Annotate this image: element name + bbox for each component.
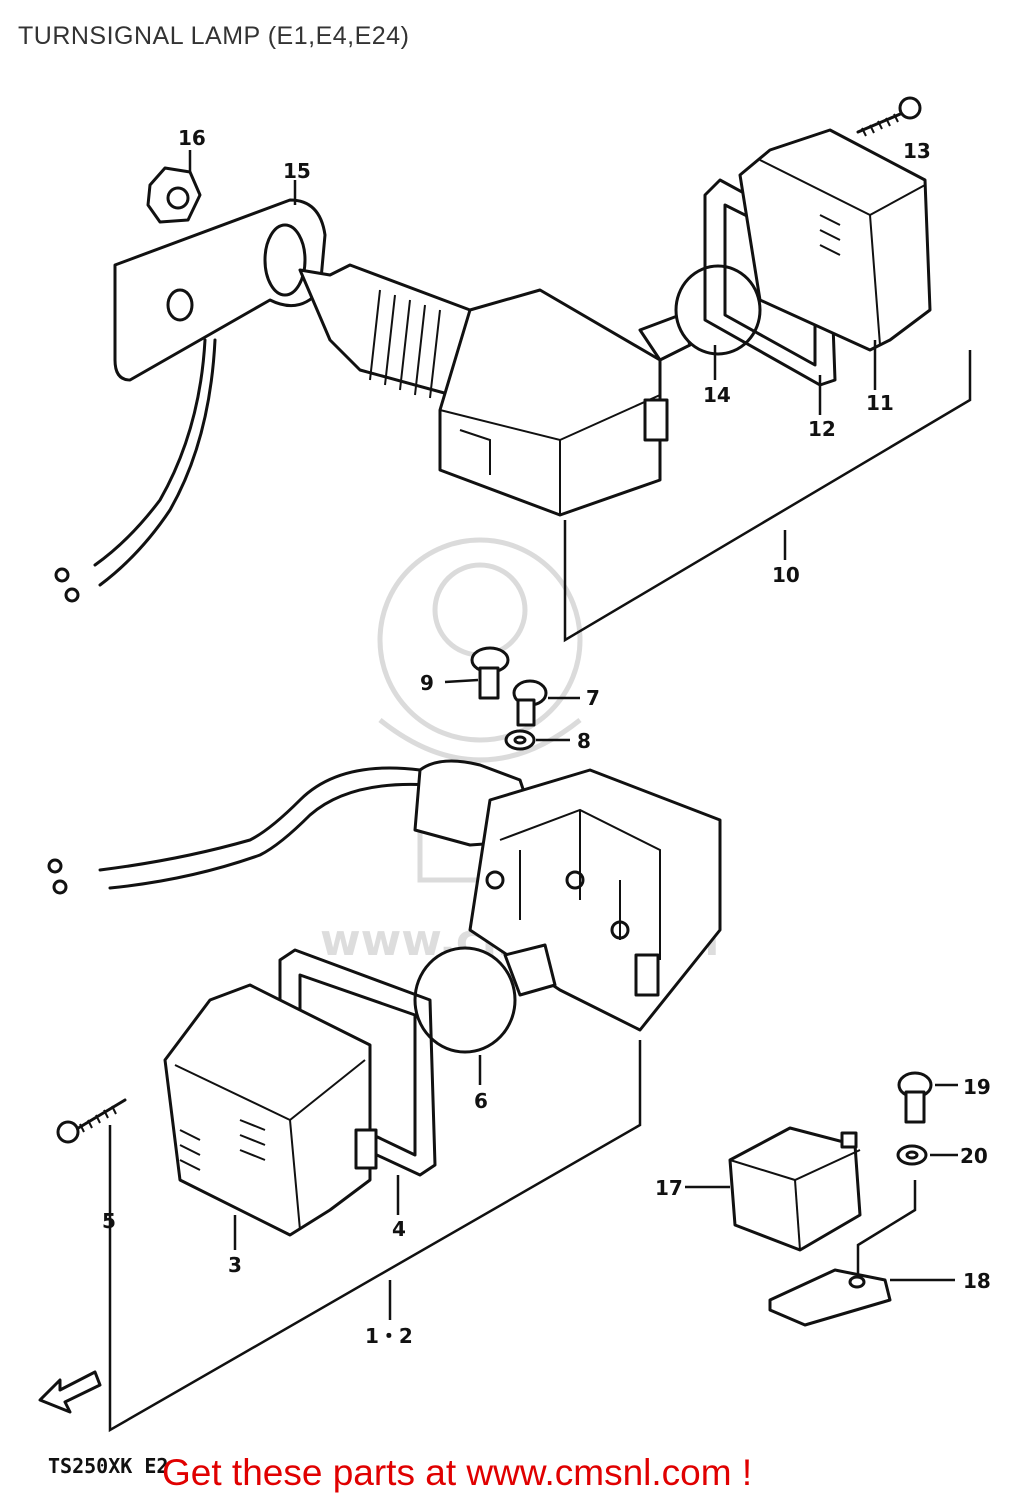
page-title: TURNSIGNAL LAMP (E1,E4,E24) bbox=[18, 22, 410, 50]
upper-bulb-part-14 bbox=[638, 264, 762, 362]
screw-part-9 bbox=[444, 646, 510, 700]
promo-link[interactable]: Get these parts at www.cmsnl.com ! bbox=[162, 1452, 753, 1493]
lower-wire bbox=[98, 766, 422, 872]
screw-part-19 bbox=[897, 1071, 958, 1124]
relay-bracket-part-18 bbox=[768, 1180, 955, 1327]
upper-wire bbox=[93, 338, 207, 567]
relay-part-17 bbox=[685, 1126, 862, 1252]
nut-part-16 bbox=[146, 166, 202, 224]
callout-8: 8 bbox=[577, 729, 591, 753]
callout-5: 5 bbox=[102, 1209, 116, 1233]
callout-9: 9 bbox=[420, 671, 434, 695]
callout-1-2: 1・2 bbox=[365, 1324, 413, 1348]
upper-terminal-a bbox=[54, 567, 70, 583]
bracket-part-15 bbox=[113, 198, 327, 382]
callout-10: 10 bbox=[772, 563, 800, 587]
callout-6: 6 bbox=[474, 1089, 488, 1113]
upper-lamp-housing bbox=[298, 263, 669, 517]
lower-lens-part-3 bbox=[163, 983, 378, 1237]
lower-screw-part-5 bbox=[56, 1098, 127, 1144]
callout-20: 20 bbox=[960, 1144, 988, 1168]
model-code: TS250XK E2 bbox=[48, 1454, 169, 1478]
washer-part-8 bbox=[504, 729, 570, 751]
callout-4: 4 bbox=[392, 1217, 406, 1241]
callout-3: 3 bbox=[228, 1253, 242, 1277]
lower-terminal-b bbox=[52, 879, 68, 895]
callout-14: 14 bbox=[703, 383, 731, 407]
callout-15: 15 bbox=[283, 159, 311, 183]
callout-18: 18 bbox=[963, 1269, 991, 1293]
callout-17: 17 bbox=[655, 1176, 683, 1200]
callout-11: 11 bbox=[866, 391, 894, 415]
callout-19: 19 bbox=[963, 1075, 991, 1099]
lower-terminal-a bbox=[47, 858, 63, 874]
callout-16: 16 bbox=[178, 126, 206, 150]
screw-part-7 bbox=[512, 679, 580, 727]
washer-part-20 bbox=[896, 1144, 958, 1166]
upper-lens-part-11 bbox=[738, 128, 932, 352]
upper-wire-2 bbox=[98, 338, 217, 587]
lower-bulb-part-6 bbox=[413, 943, 557, 1054]
lower-wire-2 bbox=[108, 782, 432, 890]
group-bracket-1-2 bbox=[108, 1040, 642, 1433]
upper-terminal-b bbox=[64, 587, 80, 603]
callout-12: 12 bbox=[808, 417, 836, 441]
upper-screw-part-13 bbox=[856, 96, 922, 137]
callout-7: 7 bbox=[586, 686, 600, 710]
callout-13: 13 bbox=[903, 139, 931, 163]
group-bracket-10 bbox=[563, 350, 972, 643]
forward-arrow-icon bbox=[38, 1370, 102, 1414]
